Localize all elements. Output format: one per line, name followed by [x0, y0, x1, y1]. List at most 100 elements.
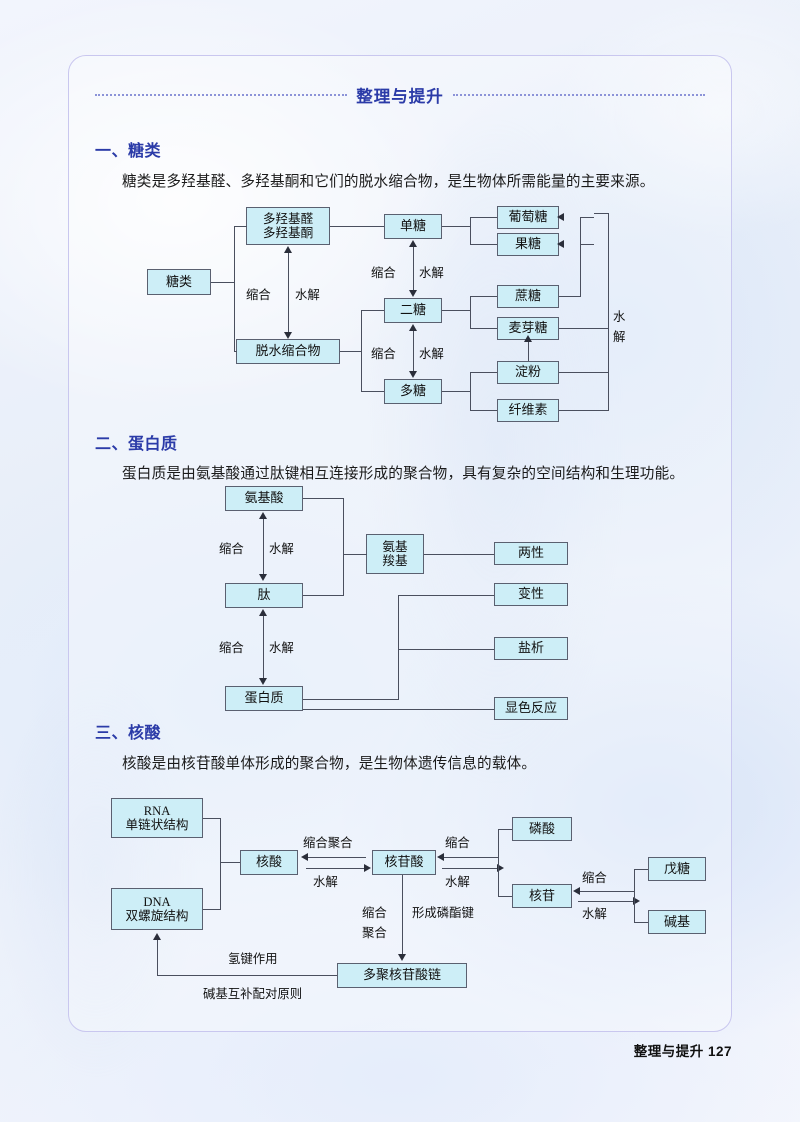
link-pentose-base-bus [634, 869, 635, 922]
page-footer: 整理与提升 127 [634, 1040, 732, 1060]
label-na-hydrolyze: 水解 [313, 875, 338, 889]
section-1-paragraph: 糖类是多羟基醛、多羟基酮和它们的脱水缩合物，是生物体所需能量的主要来源。 [122, 174, 655, 190]
arrow-into-glucose [557, 213, 564, 221]
node-protein: 蛋白质 [225, 686, 303, 711]
node-base: 碱基 [648, 910, 706, 934]
node-color-reaction: 显色反应 [494, 697, 568, 720]
link-phosphate-nucleoside-bus [498, 829, 499, 896]
node-amino-acid: 氨基酸 [225, 486, 303, 511]
node-amphoteric: 两性 [494, 542, 568, 565]
arrow-cond-hydro-2-up [409, 240, 417, 247]
node-line-1: DNA [143, 894, 171, 909]
link-props-color [398, 709, 494, 710]
link-bus-pentose [634, 869, 648, 870]
link-rna-stem [203, 818, 221, 819]
section-1-heading: 一、糖类 [95, 143, 162, 160]
arrow-p-cond-hydro-2-line [263, 614, 264, 680]
node-maltose: 麦芽糖 [497, 317, 559, 340]
link-dehydration-bus [361, 310, 362, 392]
link-protein-props-bus [398, 595, 399, 700]
arrow-nt-poly-line [402, 875, 403, 956]
link-props-salting [398, 649, 494, 650]
arrow-ns-branch-top-head [573, 887, 580, 895]
label-poly-condense-2: 聚合 [362, 926, 387, 940]
node-cellulose: 纤维素 [497, 399, 559, 422]
link-root-stem [211, 282, 235, 283]
arrow-cond-hydro-3-down [409, 371, 417, 378]
link-protein-props-stem [343, 699, 399, 700]
arrow-cond-hydro-1-line [288, 252, 289, 335]
link-mono-fructose [470, 244, 497, 245]
label-hydrogen-bond: 氢键作用 [228, 952, 278, 966]
link-protein-to-color [303, 709, 399, 710]
node-rna: RNA 单链状结构 [111, 798, 203, 838]
label-poly-condense-1: 缩合 [362, 906, 387, 920]
link-di-bus [470, 296, 471, 328]
node-salting-out: 盐析 [494, 637, 568, 660]
link-protein-bus [303, 699, 344, 700]
node-nucleoside: 核苷 [512, 884, 572, 908]
link-mono-bus [470, 217, 471, 245]
footer-label: 整理与提升 [633, 1044, 704, 1059]
arrow-na-nt-bottom-head [364, 864, 371, 872]
arrow-nt-poly-head [398, 954, 406, 961]
link-dehydration-stem [340, 351, 362, 352]
arrow-p-cond-hydro-1-up [259, 512, 267, 519]
node-disaccharide: 二糖 [384, 298, 442, 323]
arrow-nt-branch-bottom-line [442, 868, 499, 869]
link-mono-stem [442, 226, 471, 227]
arrow-p-cond-hydro-1-line [263, 518, 264, 577]
link-root-to-dehydration [234, 351, 237, 352]
node-line-1: RNA [143, 803, 171, 818]
arrow-into-fructose [557, 240, 564, 248]
header-dots-right [452, 94, 705, 96]
node-line-2: 多羟基酮 [262, 226, 314, 240]
node-peptide: 肽 [225, 583, 303, 608]
link-mono-glucose [470, 217, 497, 218]
link-poly-feedback-vert [157, 940, 158, 976]
node-polynucleotide-chain: 多聚核苷酸链 [337, 963, 467, 988]
link-left-collector-bus [343, 498, 344, 596]
node-line-1: 多羟基醛 [262, 211, 314, 226]
link-bus-nucleoside [498, 896, 512, 897]
node-pentose: 戊糖 [648, 857, 706, 881]
link-outer-top [594, 213, 609, 214]
link-return-glucose [580, 217, 594, 218]
label-hydrolysis-right-1: 水 [613, 310, 626, 324]
label-hydrolyze-2: 水解 [419, 266, 444, 280]
arrow-nt-branch-top-head [437, 853, 444, 861]
arrow-ns-branch-top-line [578, 891, 635, 892]
arrow-starch-maltose-head [524, 335, 532, 342]
label-condense-1: 缩合 [246, 288, 271, 302]
link-sucrose-return [559, 296, 581, 297]
header-dots-left [95, 94, 348, 96]
node-amino-carboxyl-group: 氨基 羧基 [366, 534, 424, 574]
link-poly-bus [470, 372, 471, 410]
arrow-cond-hydro-3-up [409, 324, 417, 331]
link-return-fructose [580, 244, 594, 245]
label-p-condense-1: 缩合 [219, 542, 244, 556]
node-monosaccharide: 单糖 [384, 214, 442, 239]
link-poly-stem [442, 391, 471, 392]
label-hydrolyze-3: 水解 [419, 347, 444, 361]
arrow-na-nt-top-head [301, 853, 308, 861]
arrow-p-cond-hydro-2-down [259, 678, 267, 685]
node-dna: DNA 双螺旋结构 [111, 888, 203, 930]
link-di-stem [442, 310, 471, 311]
arrow-p-cond-hydro-1-down [259, 574, 267, 581]
arrow-cond-hydro-1-down [284, 332, 292, 339]
link-bus-poly [361, 391, 384, 392]
arrow-ns-branch-bottom-head [633, 897, 640, 905]
node-line-2: 羧基 [382, 554, 408, 568]
link-bus-di [361, 310, 384, 311]
label-condense-polymerize: 缩合聚合 [303, 836, 353, 850]
link-cellulose-outer [559, 410, 609, 411]
arrow-starch-maltose-line [528, 340, 529, 361]
label-condense-3: 缩合 [371, 347, 396, 361]
link-starch-outer [559, 372, 609, 373]
arrow-nt-branch-top-line [442, 857, 499, 858]
link-group-amphoteric [424, 554, 494, 555]
node-sugar-root: 糖类 [147, 269, 211, 295]
label-p-hydrolyze-1: 水解 [269, 542, 294, 556]
node-starch: 淀粉 [497, 361, 559, 384]
